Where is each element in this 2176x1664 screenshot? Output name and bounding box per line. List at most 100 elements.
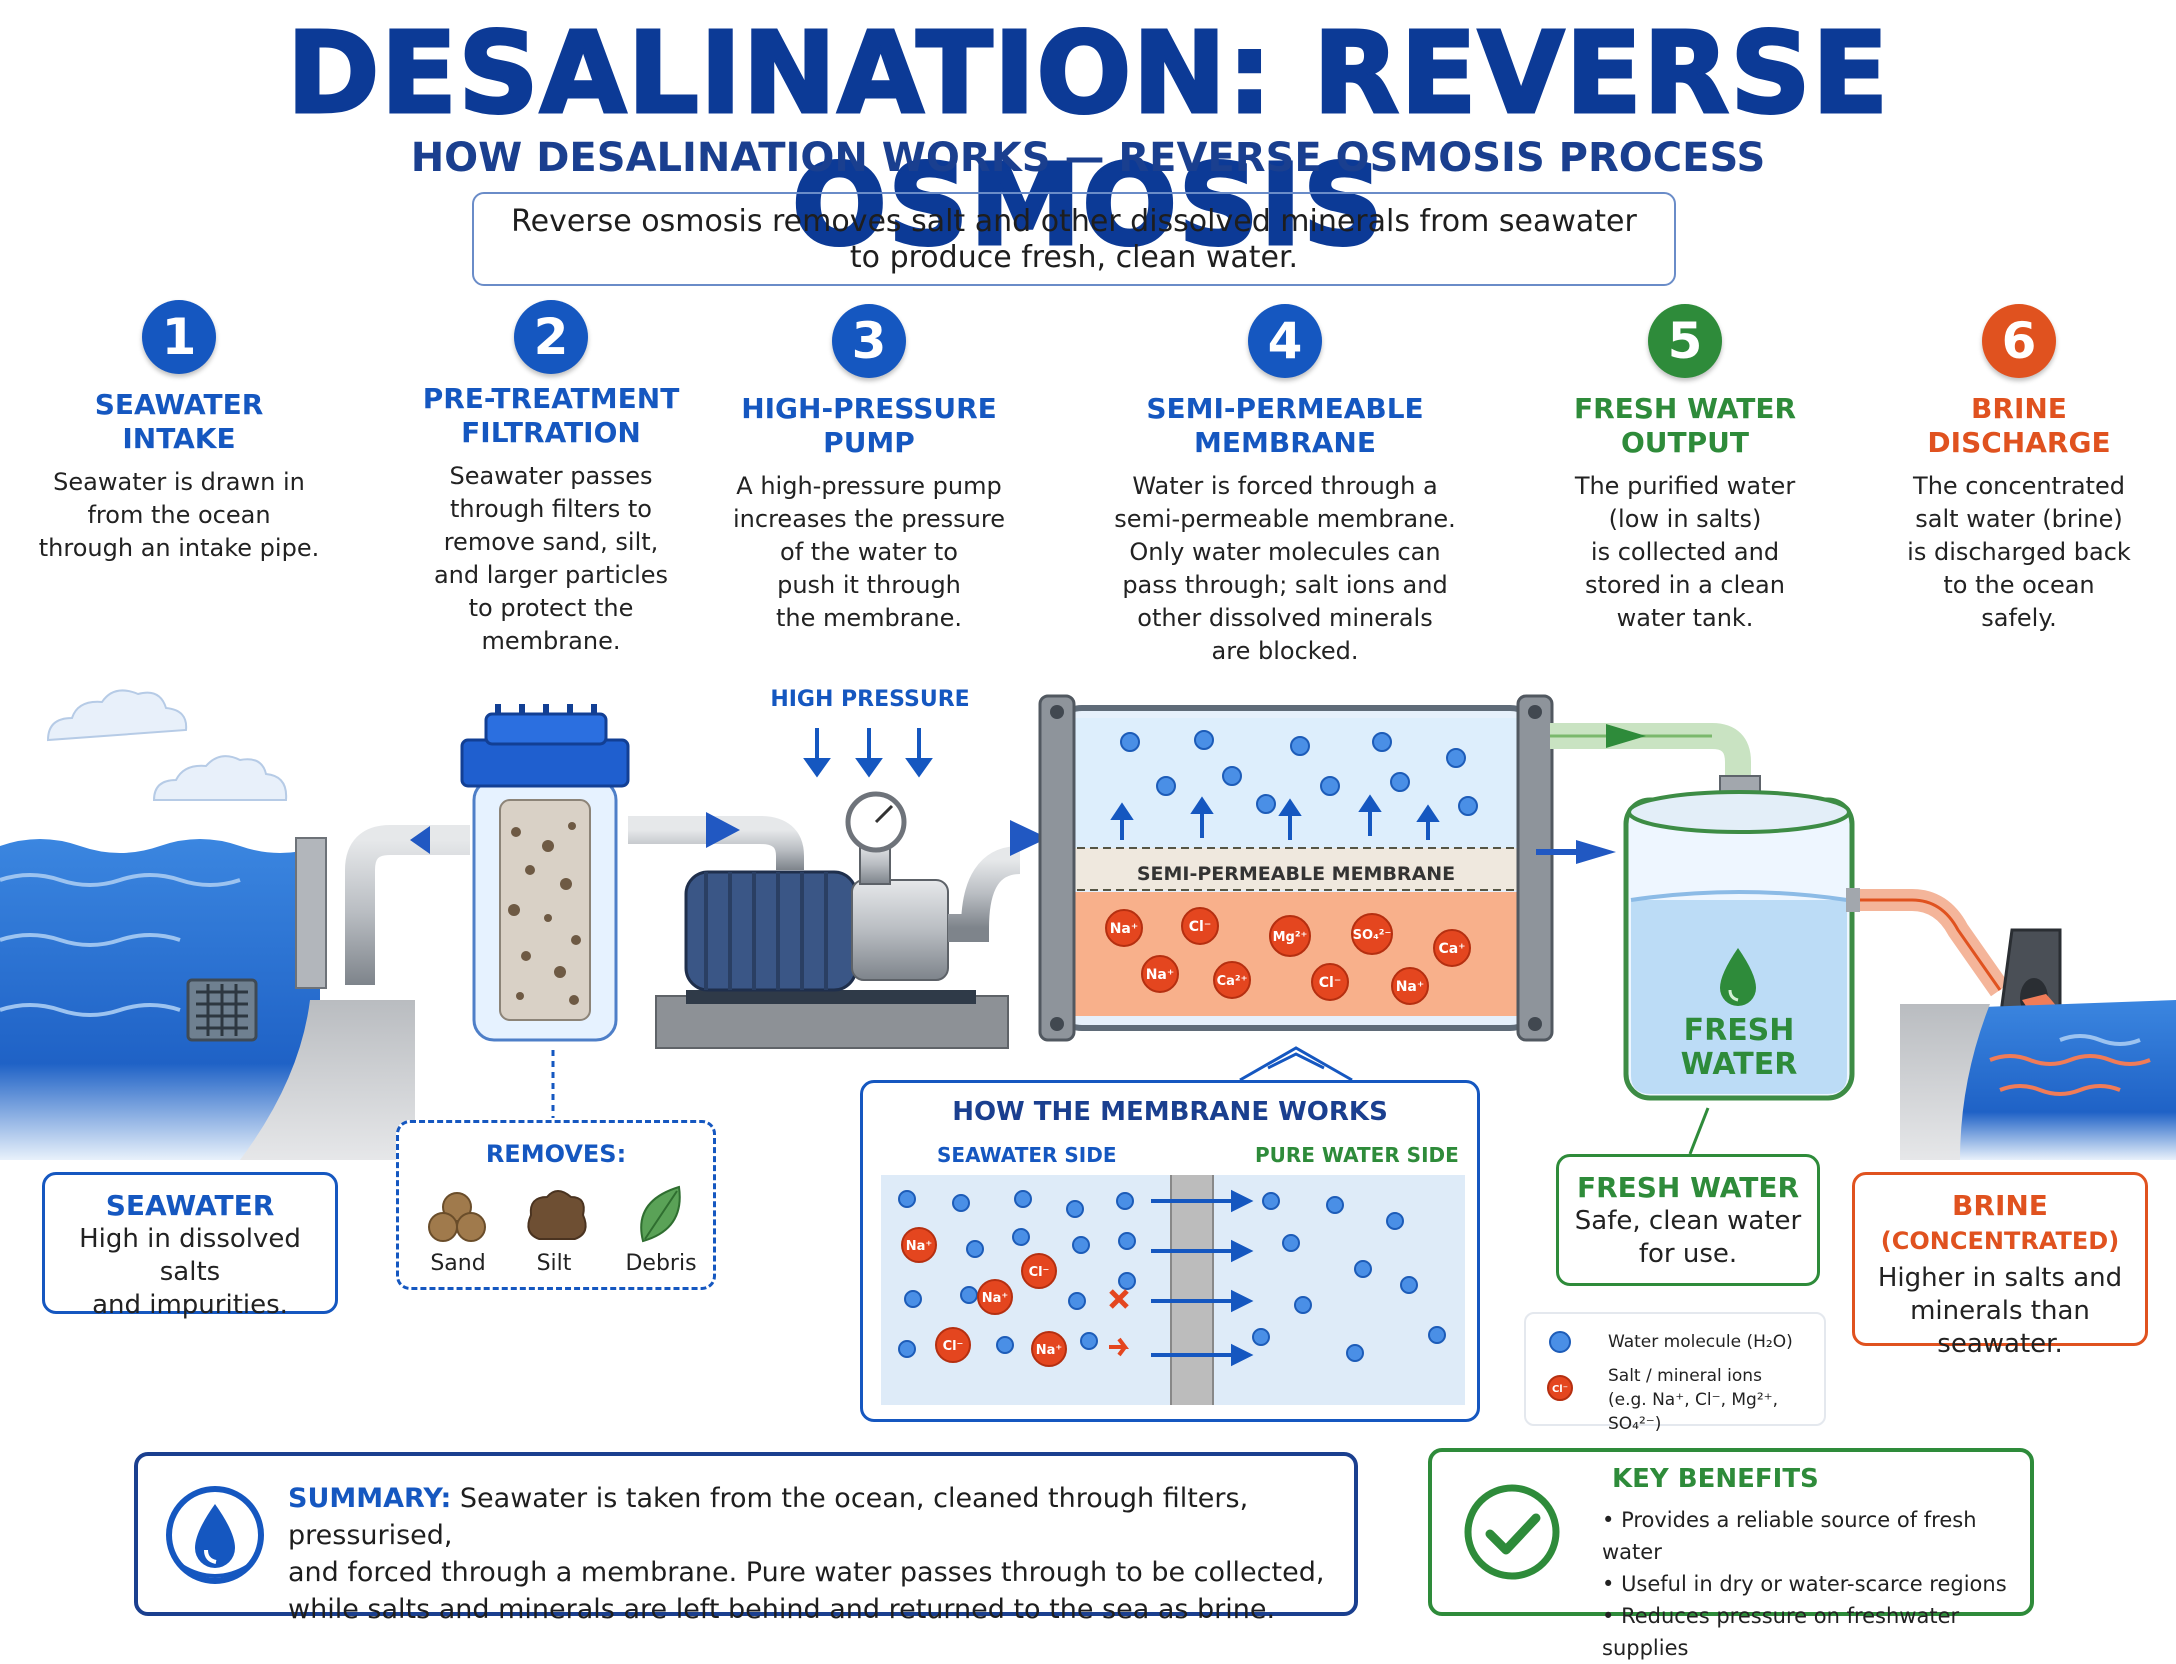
pure-water-side-label: PURE WATER SIDE [1255, 1143, 1459, 1167]
fresh-water-box: FRESH WATER Safe, clean water for use. [1556, 1154, 1820, 1286]
seawater-box-desc-2: and impurities. [92, 1290, 288, 1320]
membrane-connector [1239, 1046, 1353, 1082]
brine-box: BRINE (CONCENTRATED) Higher in salts and… [1852, 1172, 2148, 1359]
legend-ion-label: Salt / mineral ions (e.g. Na⁺, Cl⁻, Mg²⁺… [1608, 1366, 1779, 1434]
removes-item-silt: Silt [536, 1251, 572, 1276]
ocean-left [0, 839, 415, 1160]
fresh-water-tank: FRESH WATER [1623, 775, 1855, 1101]
seawater-box: SEAWATER High in dissolved salts and imp… [42, 1172, 338, 1320]
sand-icon [428, 1192, 486, 1242]
membrane-detail: Na⁺ Cl⁻ Na⁺ Cl⁻ Na⁺ [881, 1175, 1465, 1405]
svg-text:Cl⁻: Cl⁻ [943, 1339, 964, 1354]
high-pressure-label: HIGH PRESSURE [770, 687, 969, 712]
fresh-water-pipe [1536, 723, 1751, 864]
fresh-water-box-title: FRESH WATER [1576, 1171, 1800, 1204]
high-pressure-pump [655, 791, 1048, 1049]
svg-text:Na⁺: Na⁺ [1110, 921, 1139, 937]
salt-ion-icon: Cl⁻ [1547, 1375, 1573, 1401]
removes-icons [428, 1185, 681, 1243]
intro-line-1: Reverse osmosis removes salt and other d… [511, 204, 1637, 239]
vessel-water-molecules [1120, 730, 1478, 816]
step-4-number: 4 [1248, 304, 1322, 378]
step-1-number: 1 [142, 300, 216, 374]
cloud-icon [46, 689, 288, 801]
seawater-box-title: SEAWATER [105, 1189, 275, 1222]
svg-text:Cl⁻: Cl⁻ [1319, 975, 1341, 991]
blocked-x-icon [1109, 1289, 1129, 1309]
pipe-to-pump [628, 812, 804, 870]
removes-item-debris: Debris [625, 1251, 697, 1276]
checkmark-icon [1464, 1484, 1560, 1580]
benefits-list: • Provides a reliable source of fresh wa… [1602, 1504, 2030, 1664]
filter-housing [460, 704, 700, 1042]
intro-box: Reverse osmosis removes salt and other d… [472, 192, 1676, 286]
pressure-arrows [803, 728, 933, 778]
svg-text:Mg²⁺: Mg²⁺ [1273, 930, 1308, 945]
intake-pipe [186, 825, 470, 1042]
benefit-item: • Provides a reliable source of fresh wa… [1602, 1508, 1977, 1564]
svg-text:Ca²⁺: Ca²⁺ [1217, 974, 1248, 989]
brine-box-desc-2: minerals than [1910, 1296, 2090, 1326]
tank-label-2: WATER [1681, 1047, 1798, 1082]
membrane-works-box: HOW THE MEMBRANE WORKS SEAWATER SIDE PUR… [860, 1080, 1480, 1422]
brine-box-title: BRINE (CONCENTRATED) [1880, 1189, 2120, 1255]
leaf-icon [640, 1185, 681, 1243]
svg-text:Na⁺: Na⁺ [1146, 967, 1175, 983]
svg-text:Na⁺: Na⁺ [982, 1291, 1009, 1306]
fresh-water-box-desc-1: Safe, clean water [1574, 1206, 1802, 1236]
removes-box: REMOVES: Sand Silt Debris [396, 1120, 716, 1290]
summary-label: SUMMARY: [288, 1483, 452, 1514]
legend-water-label: Water molecule (H₂O) [1608, 1332, 1793, 1352]
brine-discharge [1846, 888, 2176, 1160]
blocked-arrow-icon [1109, 1337, 1129, 1357]
summary-box: SUMMARY: Seawater is taken from the ocea… [134, 1452, 1358, 1625]
svg-text:SO₄²⁻: SO₄²⁻ [1353, 928, 1392, 943]
membrane-label: SEMI-PERMEABLE MEMBRANE [1137, 863, 1455, 885]
svg-text:Cl⁻: Cl⁻ [1552, 1384, 1568, 1395]
silt-icon [527, 1190, 587, 1240]
removes-title: REMOVES: [485, 1140, 627, 1168]
membrane-works-title: HOW THE MEMBRANE WORKS [952, 1097, 1388, 1127]
vessel-flow-arrows [1110, 794, 1440, 840]
membrane-detail-ions: Na⁺ Cl⁻ Na⁺ Cl⁻ Na⁺ [901, 1227, 1067, 1367]
vessel-salt-ions: Na⁺ Cl⁻ Mg²⁺ SO₄²⁻ Ca⁺ Na⁺ Ca²⁺ Cl⁻ Na⁺ [1105, 907, 1471, 1005]
svg-text:Na⁺: Na⁺ [1036, 1343, 1063, 1358]
svg-text:Na⁺: Na⁺ [906, 1239, 933, 1254]
water-drop-icon [166, 1486, 264, 1584]
step-3-number: 3 [832, 304, 906, 378]
intro-line-2: to produce fresh, clean water. [849, 240, 1299, 275]
tank-connector [1688, 1107, 1710, 1155]
brine-box-desc-1: Higher in salts and [1877, 1263, 2123, 1293]
fresh-water-box-desc-2: for use. [1638, 1239, 1738, 1269]
step-1-title: SEAWATER INTAKE [94, 388, 264, 455]
subtitle: HOW DESALINATION WORKS — REVERSE OSMOSIS… [410, 135, 1766, 181]
benefits-title: KEY BENEFITS [1612, 1464, 1819, 1494]
step-6-number: 6 [1982, 304, 2056, 378]
seawater-box-desc-1: High in dissolved salts [79, 1224, 301, 1287]
svg-text:Cl⁻: Cl⁻ [1029, 1265, 1050, 1280]
benefit-item: • Reduces pressure on freshwater supplie… [1602, 1604, 1960, 1660]
brine-box-desc-3: seawater. [1937, 1329, 2063, 1359]
tank-label-1: FRESH [1684, 1013, 1795, 1048]
legend: Water molecule (H₂O) Cl⁻ Salt / mineral … [1524, 1312, 1826, 1434]
membrane-pass-arrows [1151, 1189, 1254, 1367]
step-5-description: The purified water(low in salts)is colle… [1574, 472, 1796, 632]
step-2-number: 2 [514, 300, 588, 374]
svg-text:Na⁺: Na⁺ [1396, 979, 1425, 995]
step-5-number: 5 [1648, 304, 1722, 378]
